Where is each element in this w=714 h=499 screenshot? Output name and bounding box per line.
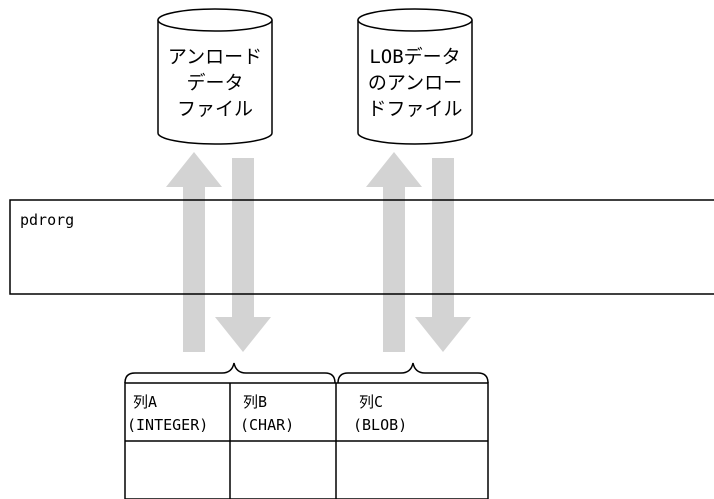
lob-file-line-2: のアンロー: [368, 72, 462, 94]
braces: [124, 362, 489, 384]
lob-unload-file-cylinder: [357, 8, 473, 145]
lob-upload-arrow: [366, 152, 422, 352]
column-a-name: 列A: [133, 393, 157, 411]
cylinder-top: [157, 8, 273, 32]
cylinder-body: [357, 20, 473, 145]
brace-column-c: [337, 362, 489, 384]
lob-file-line-1: LOBデータ: [369, 46, 460, 68]
pdrorg-label: pdrorg: [20, 211, 74, 229]
unload-file-line-1: アンロード: [168, 46, 262, 68]
unload-file-line-2: データ: [186, 72, 243, 94]
column-c-name: 列C: [359, 393, 383, 411]
brace-columns-a-b: [124, 362, 336, 384]
column-a-type: (INTEGER): [127, 416, 208, 434]
unload-data-file-cylinder: [157, 8, 273, 145]
unload-upload-arrow: [166, 152, 222, 352]
table: [124, 382, 489, 499]
unload-download-arrow: [215, 158, 271, 352]
column-b-name: 列B: [243, 393, 267, 411]
arrows: [166, 152, 471, 352]
lob-file-line-3: ドファイル: [367, 98, 462, 120]
column-b-type: (CHAR): [240, 416, 294, 434]
unload-file-line-3: ファイル: [177, 98, 253, 120]
pdrorg-box: [9, 199, 714, 295]
cylinder-body: [157, 20, 273, 145]
cylinder-top: [357, 8, 473, 32]
lob-download-arrow: [415, 158, 471, 352]
column-c-type: (BLOB): [353, 416, 407, 434]
